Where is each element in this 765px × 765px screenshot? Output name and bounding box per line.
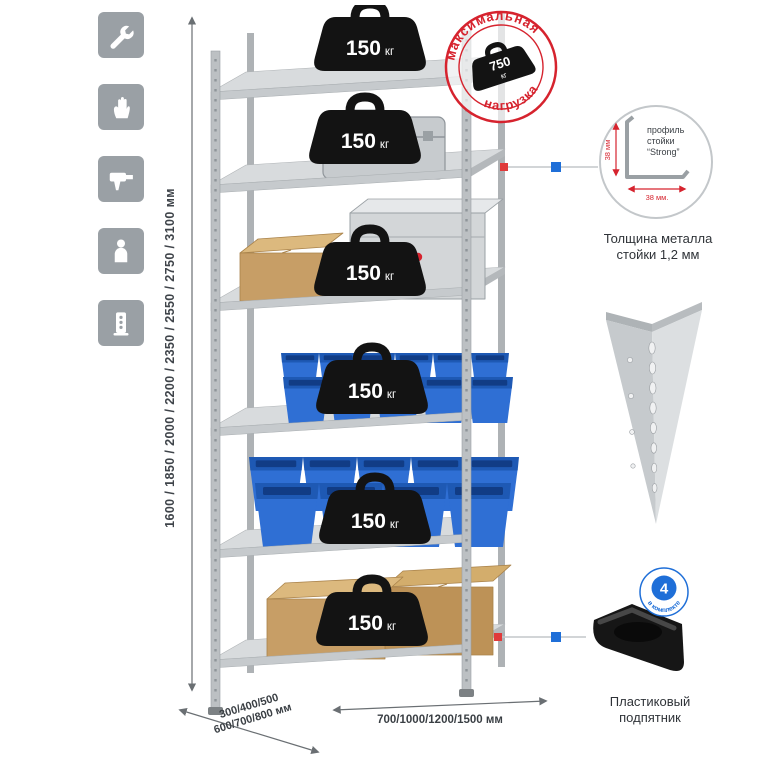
max-load-stamp: максимальная нагрузка 750 кг	[440, 6, 558, 124]
angle-post-image	[606, 302, 702, 524]
height-dimension-label: 1600 / 1850 / 2000 / 2200 / 2350 / 2550 …	[163, 188, 177, 528]
drill-tile	[98, 156, 144, 202]
feature-icon-column	[98, 12, 144, 346]
profile-dim-vertical: 38 мм	[603, 140, 612, 161]
svg-text:750: 750	[487, 53, 512, 74]
post-profile-detail: 38 мм 38 мм. профиль стойки “Strong”	[599, 105, 713, 219]
foot-caption: Пластиковый подпятник	[609, 694, 691, 725]
profile-label-1: профиль	[647, 125, 685, 135]
profile-label-2: стойки	[647, 136, 675, 146]
svg-text:кг: кг	[499, 70, 508, 81]
profile-label-3: “Strong”	[647, 147, 680, 157]
gloves-tile	[98, 84, 144, 130]
rack-post-tile	[98, 300, 144, 346]
stamp-weight-icon: 750 кг	[472, 42, 536, 91]
badge-number: 4	[660, 581, 669, 598]
marker-blue-bottom	[551, 632, 561, 642]
drill-icon	[109, 172, 133, 191]
profile-caption: Толщина металла стойки 1,2 мм	[603, 231, 713, 262]
rack-post-icon	[113, 312, 129, 336]
plastic-foot-image	[593, 604, 684, 671]
person-tile	[98, 228, 144, 274]
set-count-badge: в комплекте 4	[639, 567, 689, 617]
person-icon	[114, 239, 128, 263]
width-dimension-label: 700/1000/1200/1500 мм	[377, 714, 503, 726]
gloves-icon	[113, 96, 130, 119]
marker-blue-top	[551, 162, 561, 172]
angle-profile-drawing	[625, 115, 690, 179]
wrench-icon	[110, 25, 134, 49]
rack-back-posts	[247, 13, 505, 673]
assembly-tile	[98, 12, 144, 58]
profile-dim-horizontal: 38 мм.	[646, 193, 669, 202]
cardboard-box-small	[239, 232, 344, 302]
